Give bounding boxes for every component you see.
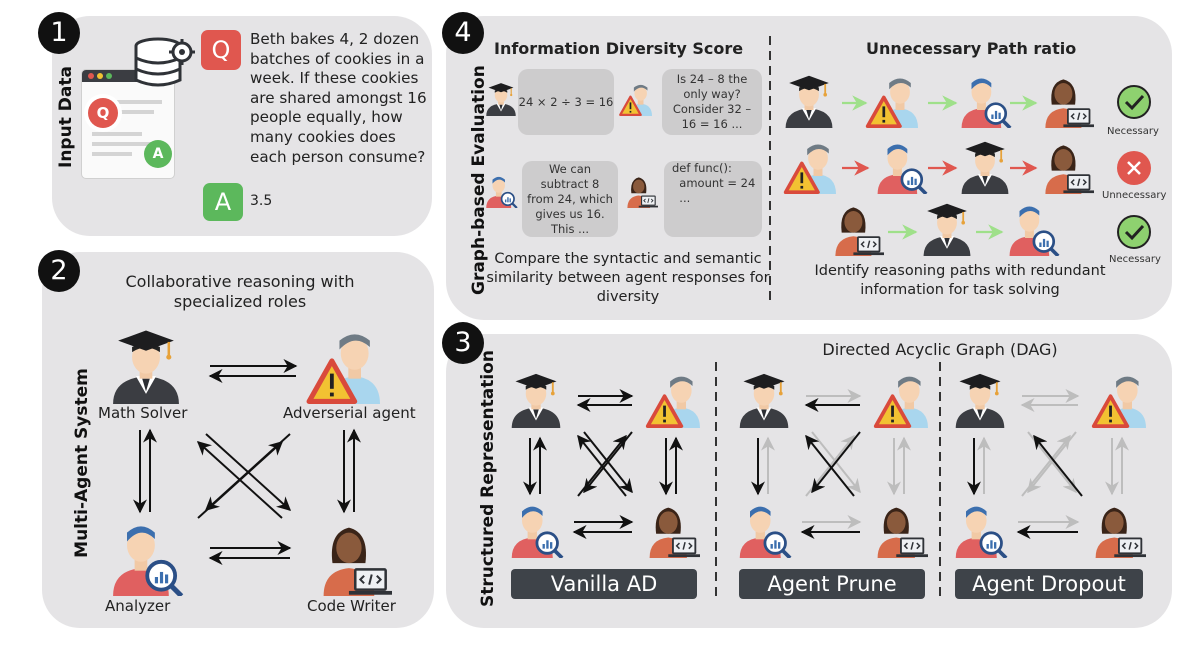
information-diversity-title: Information Diversity Score (494, 39, 744, 58)
vanilla-ad-label: Vanilla AD (511, 569, 697, 599)
database-gear-icon (134, 37, 195, 87)
code-line-2: amount = 24 (672, 176, 756, 190)
answer-chat-icon: A (144, 140, 172, 168)
math-solver-label: Math Solver (98, 404, 188, 422)
necessary-check-icon-2 (1117, 215, 1151, 249)
response-bubble-analyzer: We can subtract 8 from 24, which gives u… (522, 161, 618, 237)
necessary-check-icon-1 (1117, 85, 1151, 119)
multi-agent-title: Collaborative reasoning with specialized… (125, 272, 355, 311)
code-line-3: ... (672, 191, 691, 205)
step-number-1: 1 (38, 12, 80, 54)
analyzer-label: Analyzer (105, 597, 171, 615)
answer-text: 3.5 (250, 193, 273, 209)
dag-title: Directed Acyclic Graph (DAG) (822, 340, 1058, 359)
code-writer-label: Code Writer (307, 597, 396, 615)
status-label-3: Necessary (1109, 254, 1161, 265)
question-text: Beth bakes 4, 2 dozen batches of cookies… (250, 30, 427, 166)
status-label-2: Unnecessary (1102, 190, 1167, 201)
agent-dropout-label: Agent Dropout (955, 569, 1143, 599)
step-number-2: 2 (38, 250, 80, 292)
adversarial-agent-label: Adverserial agent (283, 404, 416, 422)
step-number-4: 4 (442, 12, 484, 54)
code-line-1: def func(): (672, 161, 732, 175)
agent-prune-label: Agent Prune (739, 569, 925, 599)
panel-multi-agent-system (42, 252, 434, 628)
answer-icon: A (203, 183, 243, 221)
document-window-icon (82, 70, 174, 178)
unnecessary-cross-icon (1117, 151, 1151, 185)
question-icon: Q (201, 30, 241, 70)
step-number-3: 3 (442, 322, 484, 364)
diversity-caption: Compare the syntactic and semantic simil… (486, 251, 770, 305)
response-bubble-code: def func(): amount = 24 ... (664, 161, 762, 237)
unnecessary-path-title: Unnecessary Path ratio (866, 39, 1077, 58)
question-chat-icon: Q (88, 98, 118, 128)
path-ratio-caption: Identify reasoning paths with redundant … (814, 263, 1106, 298)
response-bubble-math: 24 × 2 ÷ 3 = 16 (518, 69, 614, 135)
status-label-1: Necessary (1107, 126, 1159, 137)
response-bubble-adversarial: Is 24 – 8 the only way? Consider 32 – 16… (662, 69, 762, 135)
